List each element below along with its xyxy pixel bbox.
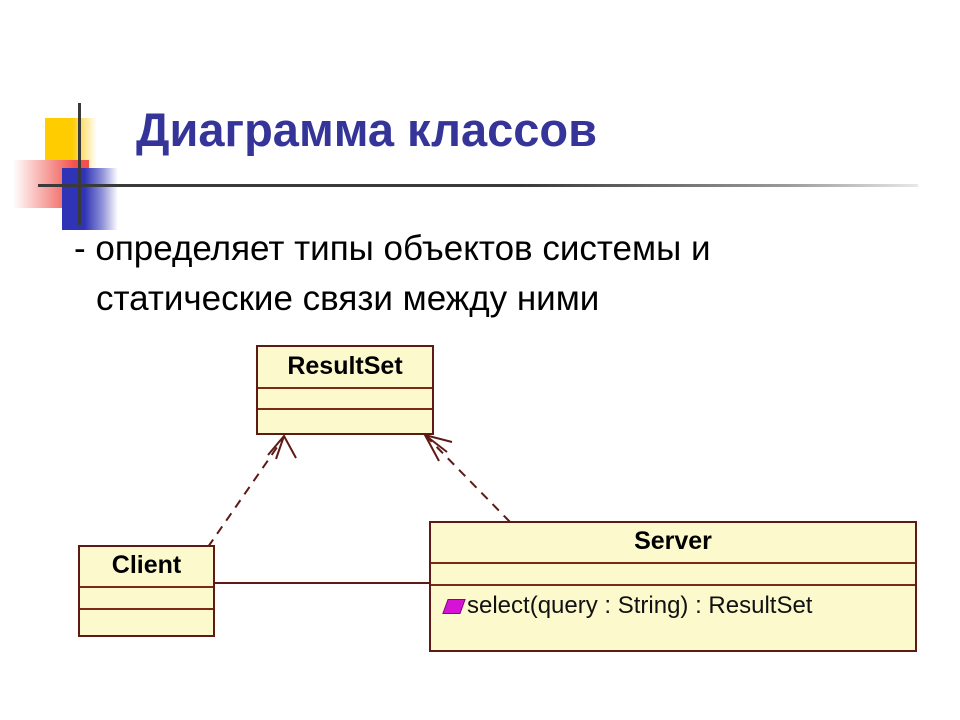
uml-attributes-compartment — [80, 586, 213, 608]
uml-operations-compartment — [80, 608, 213, 630]
uml-operation-signature: select(query : String) : ResultSet — [467, 592, 813, 619]
slide-body-text: - определяет типы объектов системы и ста… — [74, 224, 904, 323]
decoration-vertical-rule — [78, 103, 81, 225]
uml-operation-row[interactable]: select(query : String) : ResultSet — [431, 586, 915, 628]
decoration-horizontal-rule — [38, 184, 918, 187]
uml-operations-compartment — [258, 408, 432, 429]
uml-class-name: ResultSet — [287, 352, 403, 380]
uml-class-name: Server — [634, 527, 712, 555]
uml-class-name: Client — [111, 551, 182, 579]
uml-class-client[interactable]: Client — [78, 545, 215, 637]
uml-class-server[interactable]: Server select(query : String) : ResultSe… — [429, 521, 917, 652]
decoration-yellow-square — [45, 118, 97, 168]
body-line: статические связи между ними — [96, 278, 600, 318]
uml-attributes-compartment — [258, 387, 432, 408]
page-title: Диаграмма классов — [136, 103, 598, 156]
edge-server-to-resultset — [423, 433, 511, 523]
uml-class-resultset[interactable]: ResultSet — [256, 345, 434, 435]
slide-title-block: Диаграмма классов — [0, 96, 960, 230]
uml-attributes-compartment — [431, 562, 915, 584]
uml-operations-compartment: select(query : String) : ResultSet — [431, 584, 915, 639]
decoration-blue-square — [62, 168, 118, 230]
body-line: - определяет типы объектов системы и — [74, 229, 711, 268]
operation-diamond-icon — [442, 598, 466, 614]
edge-client-to-resultset — [207, 434, 297, 548]
